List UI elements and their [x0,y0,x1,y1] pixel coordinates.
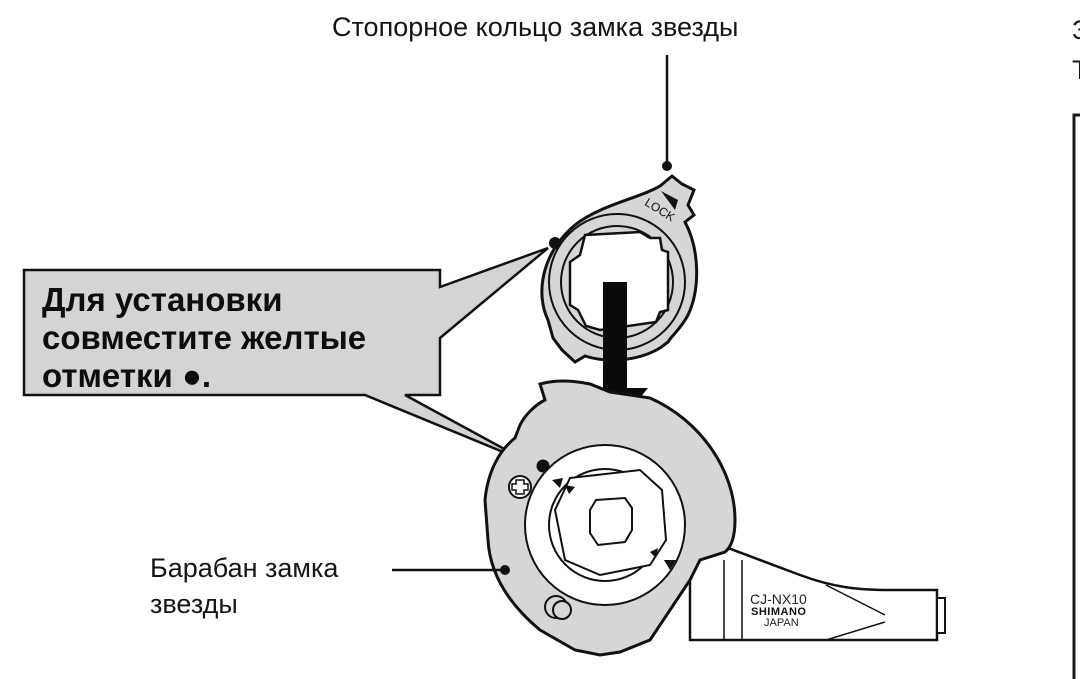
drum-leader-dot [500,565,510,575]
lock-ring-leader-dot [662,161,672,171]
instruction-line: отметки ●. [42,357,212,394]
instruction-text: Для установки совместите желтые отметки … [42,281,366,395]
alignment-triangle-icon [565,485,575,494]
drum-label-line: звезды [150,589,238,619]
drum-callout-label: Барабан замка звезды [150,550,338,622]
lock-triangle-icon [661,191,678,210]
alignment-triangle-icon [552,478,563,488]
alignment-triangle-icon [664,560,676,570]
alignment-triangle-icon [650,548,658,558]
model-number: CJ-NX10 [750,591,807,607]
instruction-callout-box [22,246,549,465]
right-panel-border [1072,113,1080,679]
cut-off-line: Т [1072,50,1080,90]
lockring-drum-assembly [483,379,946,657]
origin-marking: JAPAN [764,617,799,629]
drum-yellow-mark [536,459,550,473]
instruction-line: совместите желтые [42,319,367,356]
lock-ring-yellow-mark [549,237,561,249]
cut-off-line: З [1072,10,1080,50]
instruction-line: Для установки [42,281,283,318]
cut-off-text: З Т [1072,10,1080,90]
brand-logo: SHIMANO [751,606,806,618]
drum-label-line: Барабан замка [150,553,339,583]
lock-ring-callout-label: Стопорное кольцо замка звезды [332,12,739,42]
